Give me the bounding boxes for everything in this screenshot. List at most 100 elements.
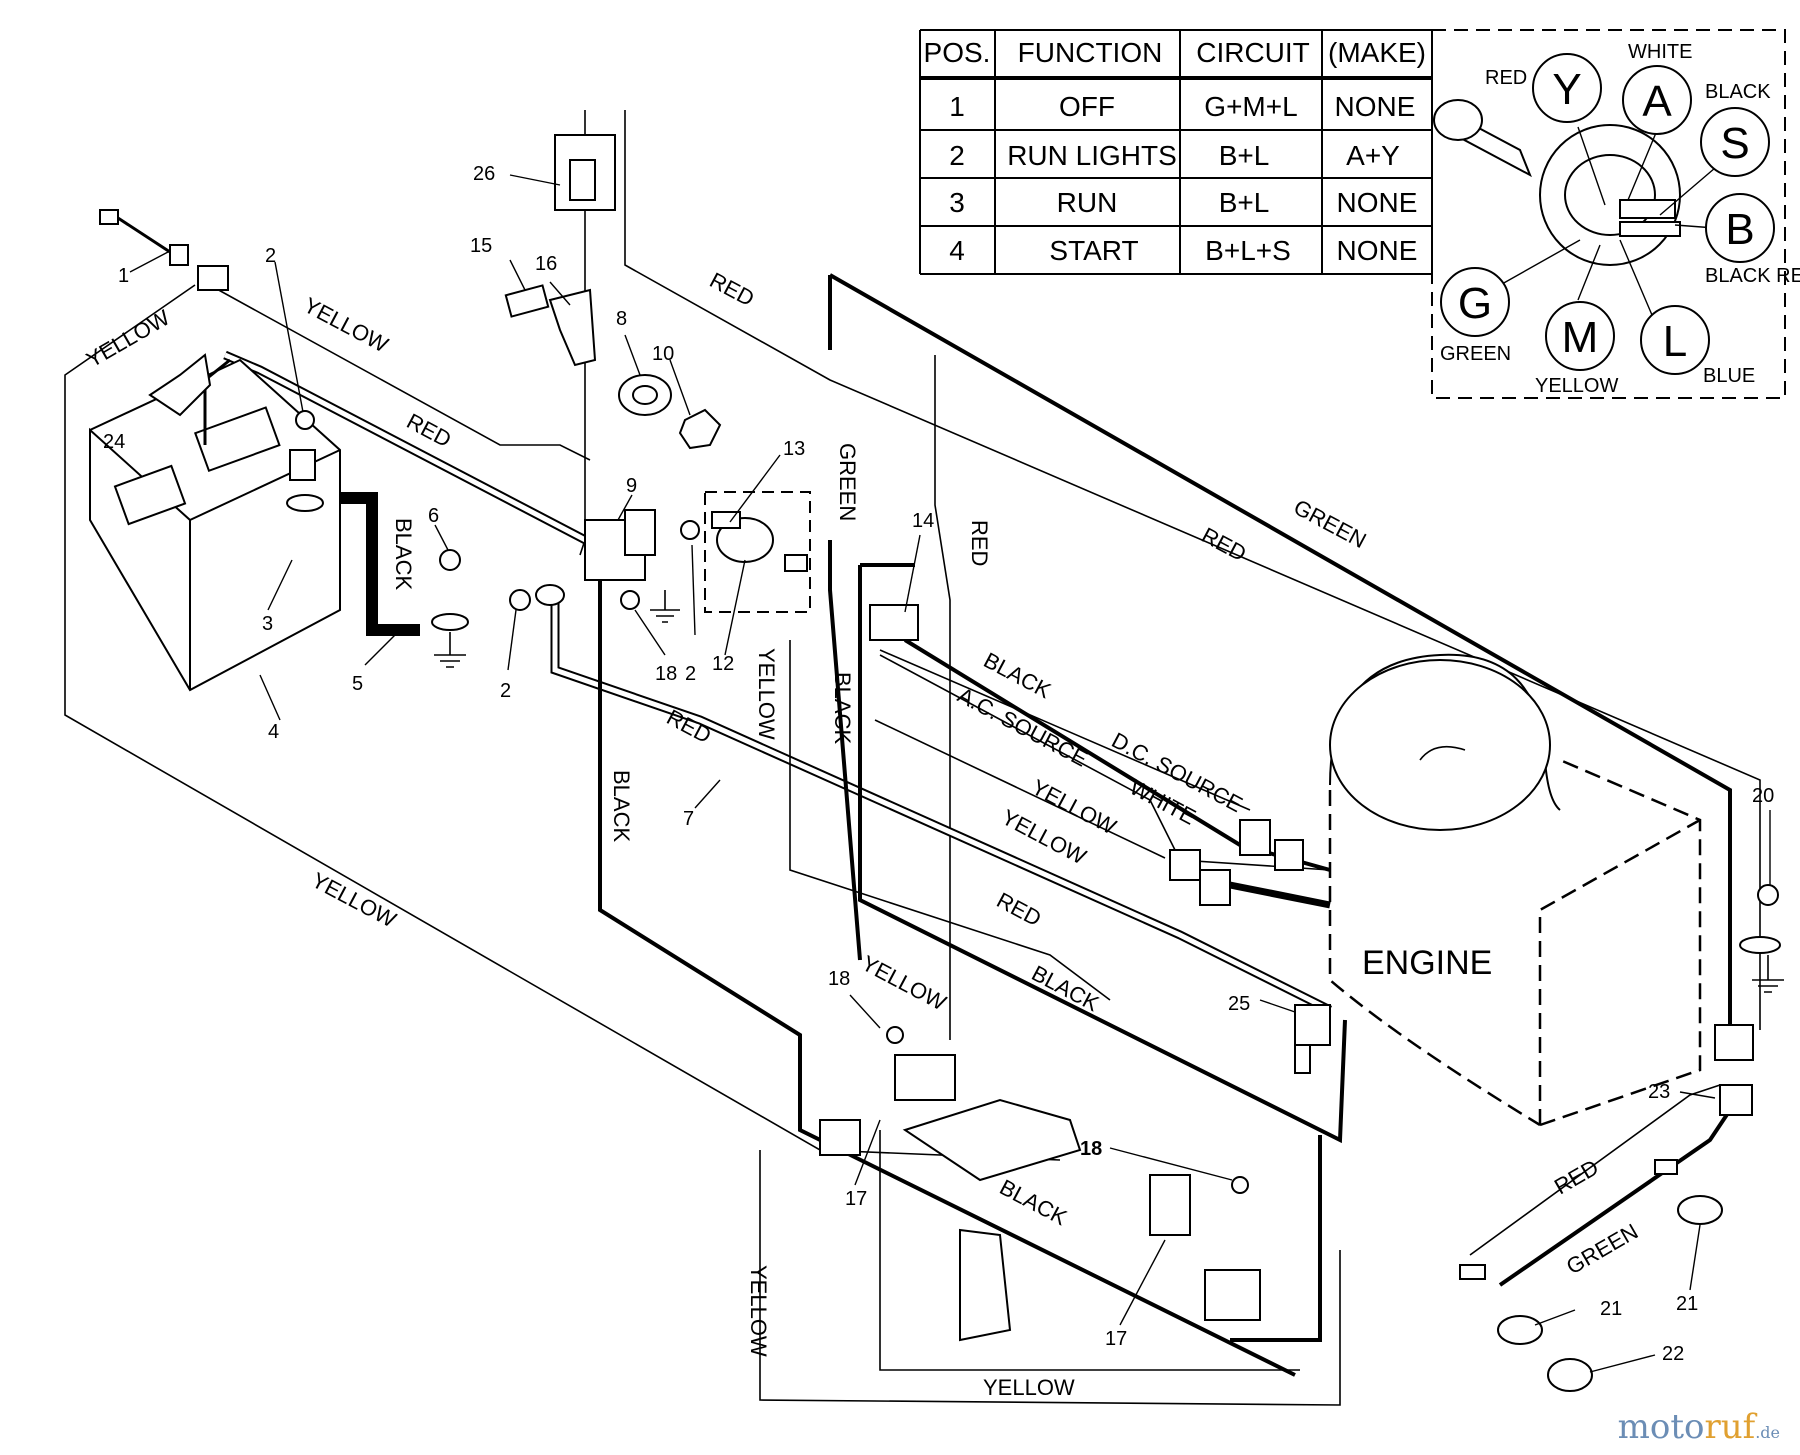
green-wire-long xyxy=(829,273,1732,1030)
wire-label-ac-source: A.C. SOURCE xyxy=(954,682,1092,771)
nut-10 xyxy=(678,408,722,450)
bulb-22 xyxy=(1547,1358,1593,1392)
connector-1c xyxy=(197,265,229,291)
part-number: 5 xyxy=(352,673,363,695)
part-number: 18 xyxy=(1080,1138,1102,1160)
screw-2b xyxy=(509,589,531,611)
terminal-wire-color: BLACK RED xyxy=(1705,265,1800,287)
terminal-letter: Y xyxy=(1552,65,1581,114)
wire-label-yellow: YELLOW xyxy=(300,292,393,357)
watermark-part-2: ruf xyxy=(1704,1407,1756,1447)
black-engine-lead xyxy=(1229,881,1331,909)
part-number: 18 xyxy=(828,968,850,990)
terminal-wire-color: WHITE xyxy=(1628,41,1692,63)
terminal-letter: B xyxy=(1725,205,1754,254)
screw-18b xyxy=(1231,1176,1249,1194)
part-number: 22 xyxy=(1662,1343,1684,1365)
connector-1b xyxy=(169,244,189,266)
wire-label-black: BLACK xyxy=(996,1174,1072,1230)
white-wire-engine xyxy=(879,649,1251,811)
leader-lines xyxy=(129,174,1771,1373)
black-cable-5 xyxy=(340,492,420,636)
table-header: FUNCTION xyxy=(1018,37,1163,68)
red-wire-vertical xyxy=(934,355,951,1040)
part-number: 16 xyxy=(535,253,557,275)
wire-label-yellow: YELLOW xyxy=(82,305,174,373)
table-header: CIRCUIT xyxy=(1196,37,1310,68)
battery-terminal-washer xyxy=(286,494,324,512)
black-wire-right xyxy=(858,565,1347,1144)
table-cell: 3 xyxy=(949,187,965,218)
connector-17 xyxy=(819,1119,861,1156)
connector-14 xyxy=(869,604,919,641)
table-cell: B+L xyxy=(1219,187,1270,218)
yellow-wire-left-loop xyxy=(64,284,1061,1161)
table-cell: OFF xyxy=(1059,91,1115,122)
part-number: 23 xyxy=(1648,1081,1670,1103)
terminal-m-circle xyxy=(1545,301,1615,371)
components xyxy=(99,134,1784,1392)
table-cell: NONE xyxy=(1337,187,1418,218)
table-cell: NONE xyxy=(1337,235,1418,266)
table-cell: B+L xyxy=(1219,140,1270,171)
terminal-letter: S xyxy=(1720,119,1749,168)
wire-label-red: RED xyxy=(706,267,759,311)
part-number: 1 xyxy=(118,265,129,287)
table-cell: START xyxy=(1049,235,1138,266)
part-number: 15 xyxy=(470,235,492,257)
ac-source-wire xyxy=(879,654,1331,871)
part-number: 25 xyxy=(1228,993,1250,1015)
headlight-21a xyxy=(1677,1195,1723,1225)
screw-2c xyxy=(680,520,700,540)
ignition-switch-box xyxy=(704,491,811,613)
part-number: 17 xyxy=(1105,1328,1127,1350)
watermark-logo: motoruf.de xyxy=(1618,1407,1780,1447)
terminal-letter: A xyxy=(1642,77,1672,126)
fuse-holder-16 xyxy=(548,288,597,367)
terminal-wire-color: BLACK xyxy=(1705,81,1771,103)
green-wire-left xyxy=(828,275,862,961)
terminal-wire-color: RED xyxy=(1485,67,1527,89)
yellow-wire-mid xyxy=(789,640,1111,1001)
terminal-wire-color: YELLOW xyxy=(1535,375,1618,397)
green-wire-lights xyxy=(1498,1108,1732,1287)
red-wire-upper xyxy=(624,110,1761,1030)
part-number: 14 xyxy=(912,510,934,532)
black-wire-loop xyxy=(1230,1135,1322,1342)
black-wire-lower xyxy=(598,570,1296,1377)
headlight-21b xyxy=(1497,1315,1543,1345)
wire-label-black: BLACK xyxy=(609,770,634,842)
wire-label-black: BLACK xyxy=(1028,960,1104,1016)
engine: ENGINE xyxy=(1328,653,1702,1127)
table-cell: 2 xyxy=(949,140,965,171)
red-wire-lights xyxy=(1469,1084,1721,1256)
part-number: 10 xyxy=(652,343,674,365)
table-cell: RUN LIGHTS xyxy=(1007,140,1177,171)
terminal-wire-color: GREEN xyxy=(1440,343,1511,365)
screw-18c xyxy=(620,590,640,610)
bracket-lower xyxy=(959,1228,1012,1342)
connector-dc xyxy=(1239,819,1271,856)
table-cell: A+Y xyxy=(1346,140,1400,171)
terminal-letter: M xyxy=(1562,313,1599,362)
part-number: 24 xyxy=(103,431,125,453)
watermark-part-1: moto xyxy=(1617,1407,1705,1447)
wire-label-green: GREEN xyxy=(835,443,860,521)
screw-18a xyxy=(886,1026,904,1044)
ignition-key-13 xyxy=(711,511,741,529)
part-number: 7 xyxy=(683,808,694,830)
engine-label: ENGINE xyxy=(1362,944,1492,982)
table-cell: B+L+S xyxy=(1205,235,1291,266)
battery-cap-2 xyxy=(193,406,281,473)
table-header: POS. xyxy=(924,37,991,68)
wire-label-red: RED xyxy=(1550,1154,1603,1199)
interlock-switch-17a xyxy=(894,1054,956,1101)
part-number: 4 xyxy=(268,721,279,743)
watermark-part-3: .de xyxy=(1755,1423,1780,1442)
screw-20 xyxy=(1757,884,1779,906)
yellow-wire-top xyxy=(214,287,591,461)
table-cell: RUN xyxy=(1057,187,1118,218)
wire-label-black: BLACK xyxy=(391,518,416,590)
wire-label-red: RED xyxy=(1198,522,1251,566)
